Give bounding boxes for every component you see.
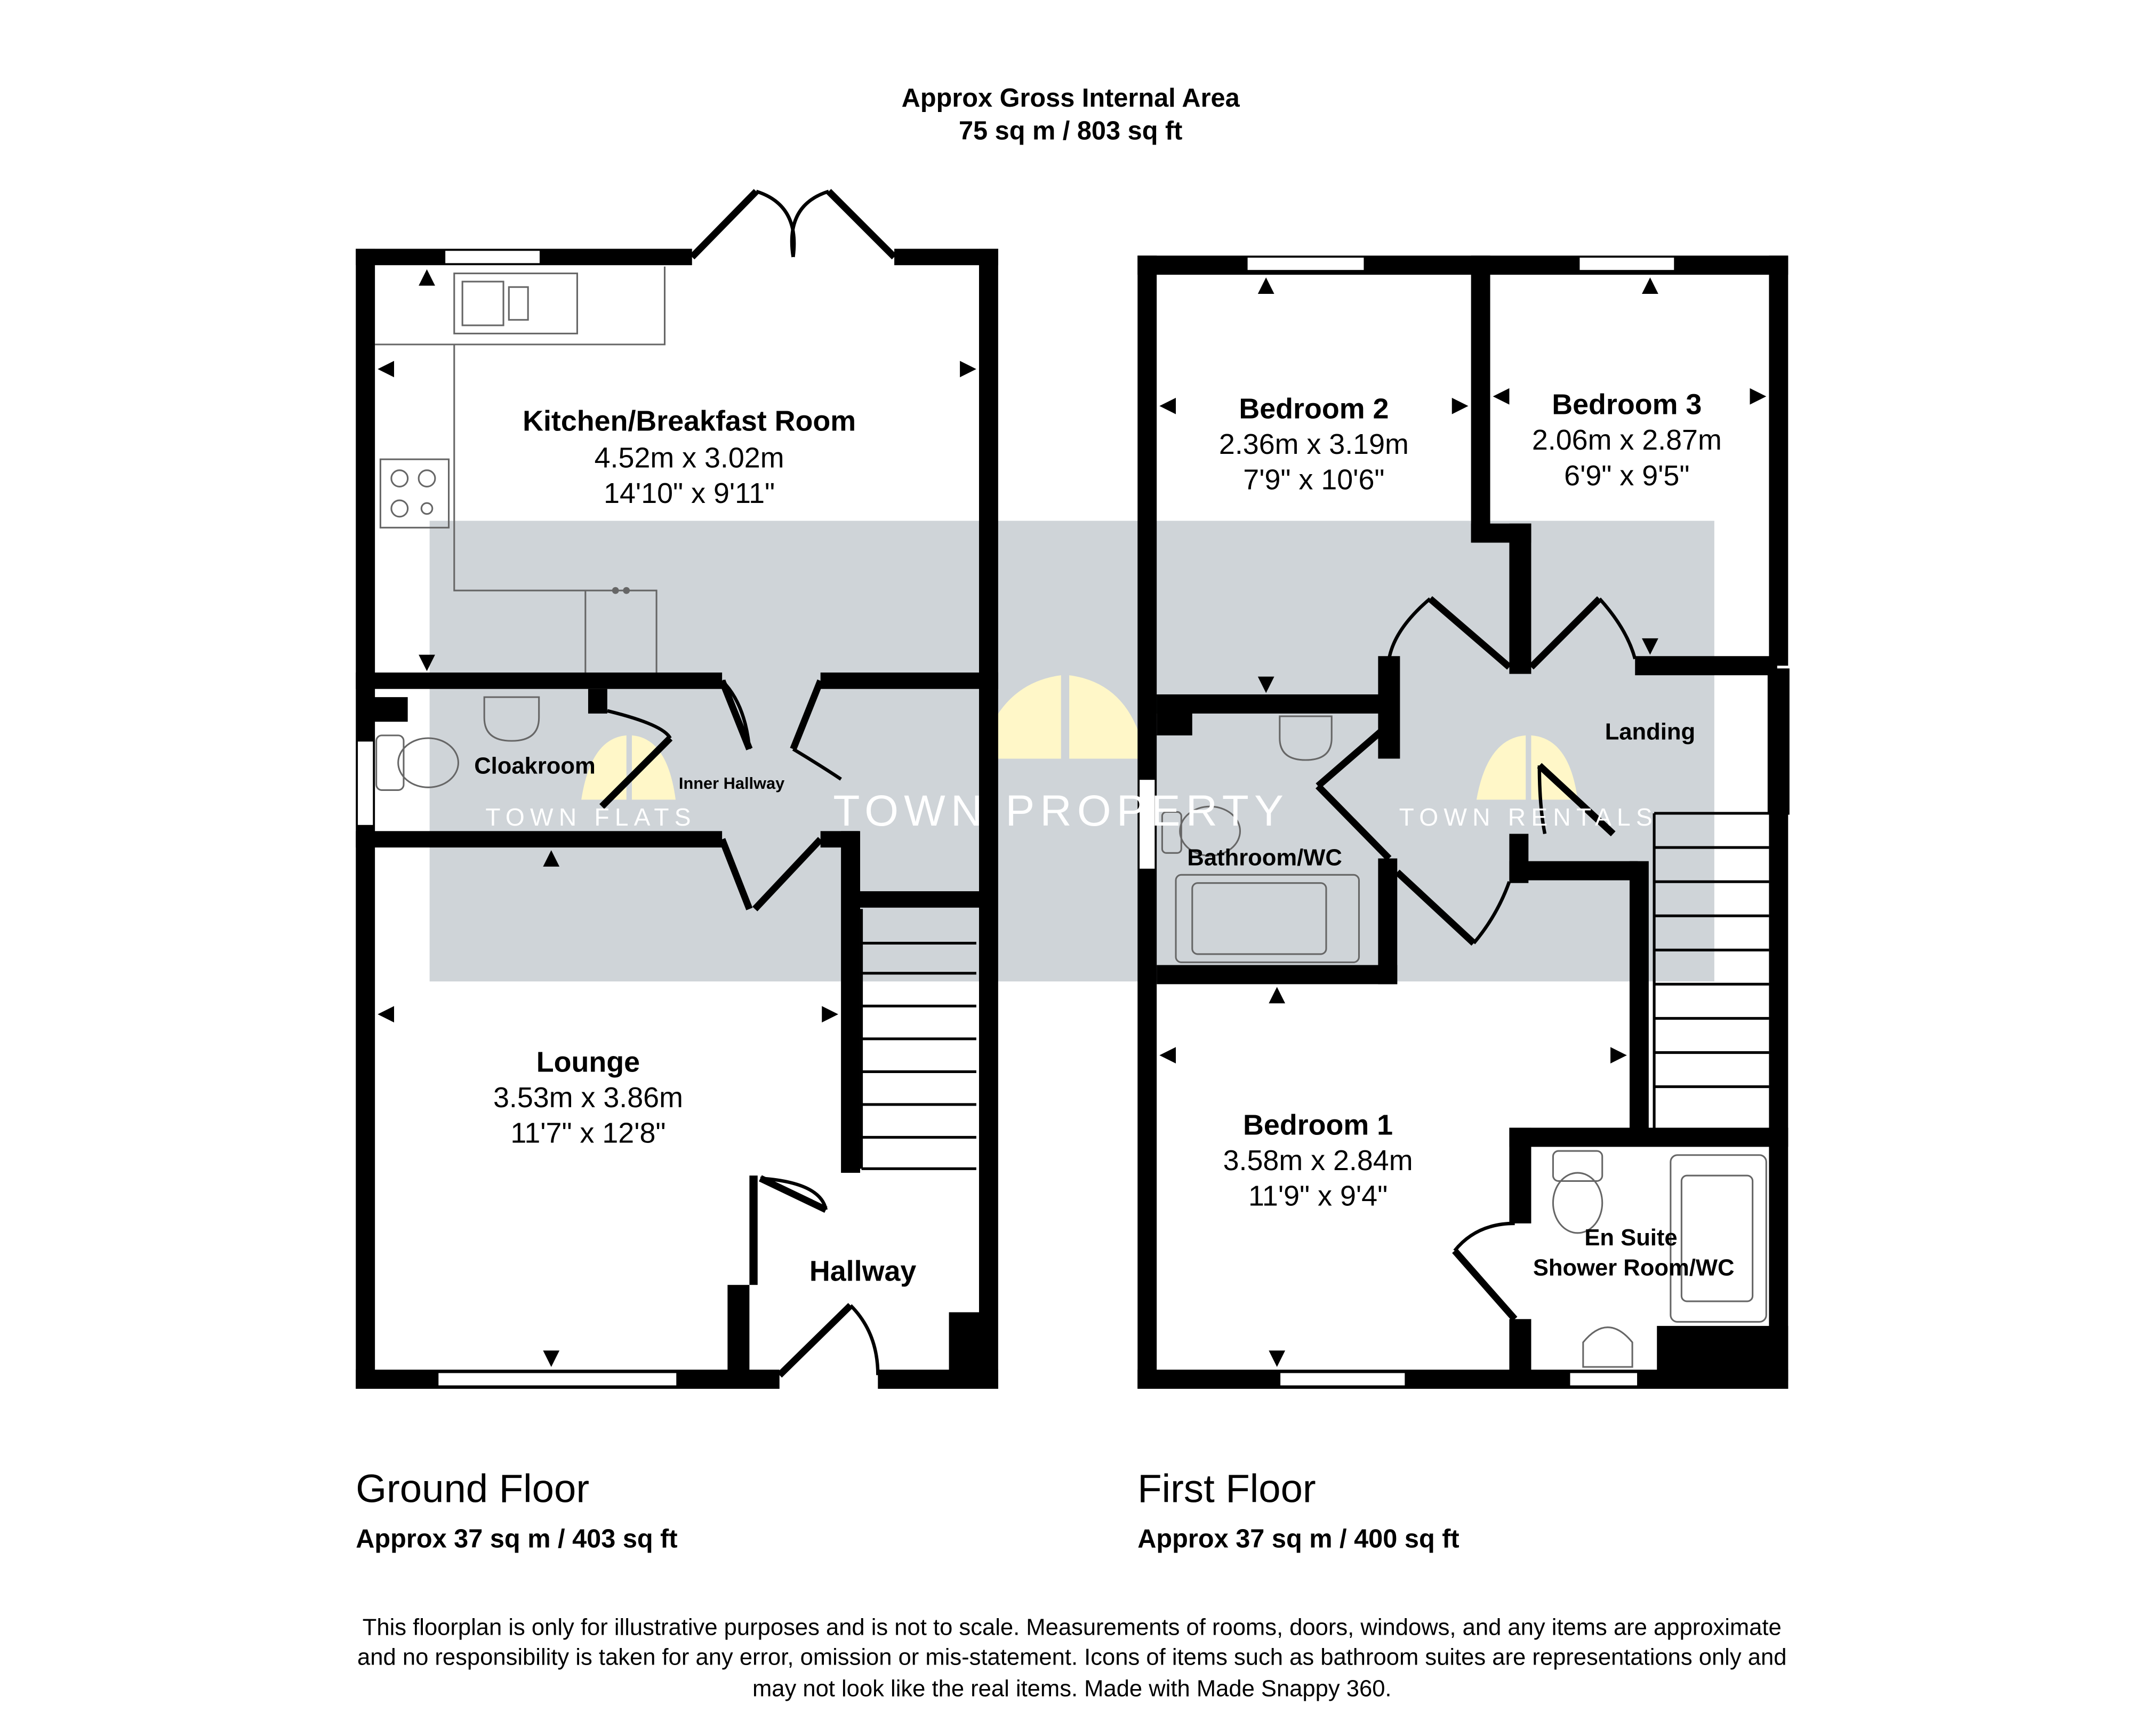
first-floor-stairs: [1653, 812, 1769, 1132]
ground-floor-stairs: [860, 909, 976, 1170]
room-name-kitchen: Kitchen/Breakfast Room: [523, 405, 856, 437]
basin-icon: [483, 696, 540, 742]
room-name-bedroom1: Bedroom 1: [1243, 1109, 1393, 1141]
toilet-icon: [1552, 1150, 1603, 1182]
dimension-arrows: [378, 269, 976, 1367]
toilet-icon: [375, 734, 405, 791]
room-imperial-lounge: 11'7" x 12'8": [510, 1117, 665, 1149]
watermark-right: TOWN RENTALS: [1399, 803, 1658, 831]
room-name-ensuite-1: En Suite: [1584, 1225, 1677, 1251]
room-name-ensuite-2: Shower Room/WC: [1533, 1255, 1735, 1281]
room-name-bathroom: Bathroom/WC: [1187, 845, 1342, 870]
ground-floor-windows: [356, 249, 678, 1387]
kitchen-fittings: [375, 266, 666, 673]
ground-floor-doors: [599, 189, 897, 1378]
watermark-main: TOWN PROPERTY: [833, 787, 1289, 835]
sink-icon: [453, 273, 578, 334]
bath-icon: [1175, 874, 1360, 963]
room-imperial-bedroom2: 7'9" x 10'6": [1243, 464, 1384, 496]
basin-icon: [1279, 715, 1333, 761]
disclaimer-line-1: This floorplan is only for illustrative …: [363, 1614, 1782, 1640]
room-name-hallway: Hallway: [809, 1255, 916, 1287]
dimension-arrows-first: [1159, 277, 1767, 1367]
room-imperial-bedroom1: 11'9" x 9'4": [1248, 1180, 1388, 1212]
room-name-cloakroom: Cloakroom: [474, 754, 596, 779]
disclaimer-line-2: and no responsibility is taken for any e…: [357, 1645, 1786, 1670]
room-name-bedroom3: Bedroom 3: [1552, 389, 1702, 421]
room-metric-lounge: 3.53m x 3.86m: [493, 1082, 683, 1114]
disclaimer-line-3: may not look like the real items. Made w…: [752, 1676, 1392, 1702]
room-name-landing: Landing: [1605, 719, 1695, 745]
room-imperial-kitchen: 14'10" x 9'11": [604, 477, 775, 509]
room-metric-bedroom2: 2.36m x 3.19m: [1219, 428, 1409, 460]
first-floor-windows: [1138, 256, 1675, 1387]
ground-floor-label: Ground Floor: [356, 1467, 589, 1511]
shower-tray-icon: [1670, 1154, 1767, 1323]
gross-area-value: 75 sq m / 803 sq ft: [959, 116, 1182, 145]
first-floor-label: First Floor: [1137, 1467, 1316, 1511]
basin-icon: [1582, 1326, 1633, 1368]
first-floor-walls: [1137, 255, 1790, 1389]
first-floor-area: Approx 37 sq m / 400 sq ft: [1137, 1524, 1459, 1553]
ground-floor-area: Approx 37 sq m / 403 sq ft: [356, 1524, 677, 1553]
toilet-icon: [1179, 805, 1241, 857]
room-imperial-bedroom3: 6'9" x 9'5": [1564, 460, 1689, 492]
first-floor-doors: [1316, 596, 1637, 1322]
watermark-logo-icon: [581, 675, 1578, 800]
room-name-bedroom2: Bedroom 2: [1239, 393, 1389, 425]
room-metric-kitchen: 4.52m x 3.02m: [595, 442, 784, 474]
room-name-lounge: Lounge: [536, 1046, 640, 1078]
room-metric-bedroom3: 2.06m x 2.87m: [1532, 424, 1722, 456]
room-name-inner-hallway: Inner Hallway: [679, 774, 784, 793]
hob-icon: [379, 458, 450, 529]
gross-area-title: Approx Gross Internal Area: [902, 84, 1240, 113]
cloakroom-fittings: [375, 696, 540, 791]
bathroom-fittings: [1161, 715, 1767, 1368]
watermark-left: TOWN FLATS: [485, 803, 696, 831]
room-metric-bedroom1: 3.58m x 2.84m: [1223, 1145, 1413, 1177]
